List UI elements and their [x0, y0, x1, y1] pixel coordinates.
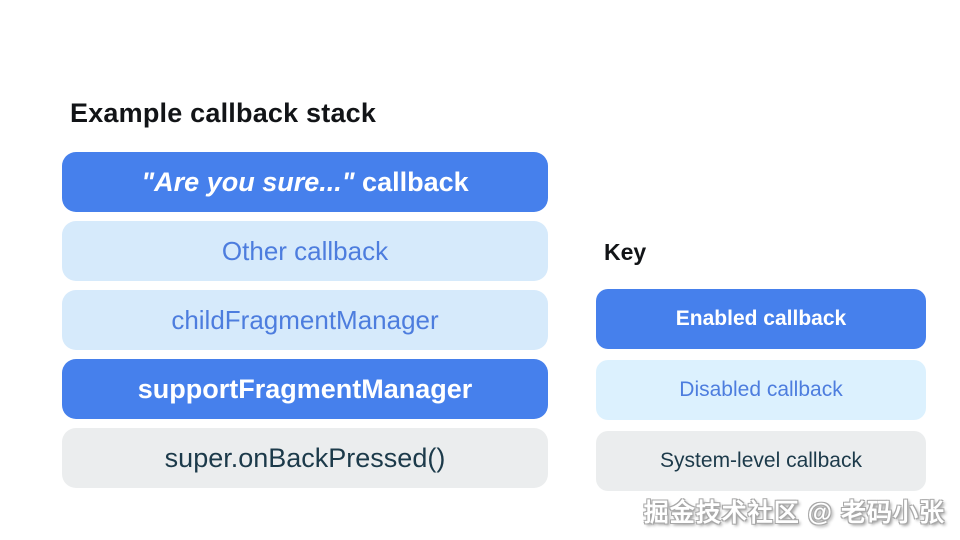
stack-bar-are-you-sure-callback: "Are you sure..." callback: [62, 152, 548, 212]
key-item-system-level-callback: System-level callback: [596, 431, 926, 491]
key-items: Enabled callback Disabled callback Syste…: [596, 289, 926, 491]
callback-stack: "Are you sure..." callback Other callbac…: [62, 152, 548, 488]
stack-bar-super-onbackpressed: super.onBackPressed(): [62, 428, 548, 488]
stack-bar-quote-text: "Are you sure...": [141, 166, 355, 197]
watermark: 掘金技术社区 @ 老码小张: [643, 499, 945, 527]
stack-bar-other-callback: Other callback: [62, 221, 548, 281]
key-panel: Key Enabled callback Disabled callback S…: [596, 238, 926, 491]
stack-bar-rest-text: callback: [354, 166, 469, 197]
key-heading: Key: [604, 239, 647, 265]
page-title: Example callback stack: [70, 98, 377, 128]
stack-bar-child-fragment-manager: childFragmentManager: [62, 290, 548, 350]
key-item-enabled-callback: Enabled callback: [596, 289, 926, 349]
key-item-disabled-callback: Disabled callback: [596, 360, 926, 420]
stack-bar-support-fragment-manager: supportFragmentManager: [62, 359, 548, 419]
